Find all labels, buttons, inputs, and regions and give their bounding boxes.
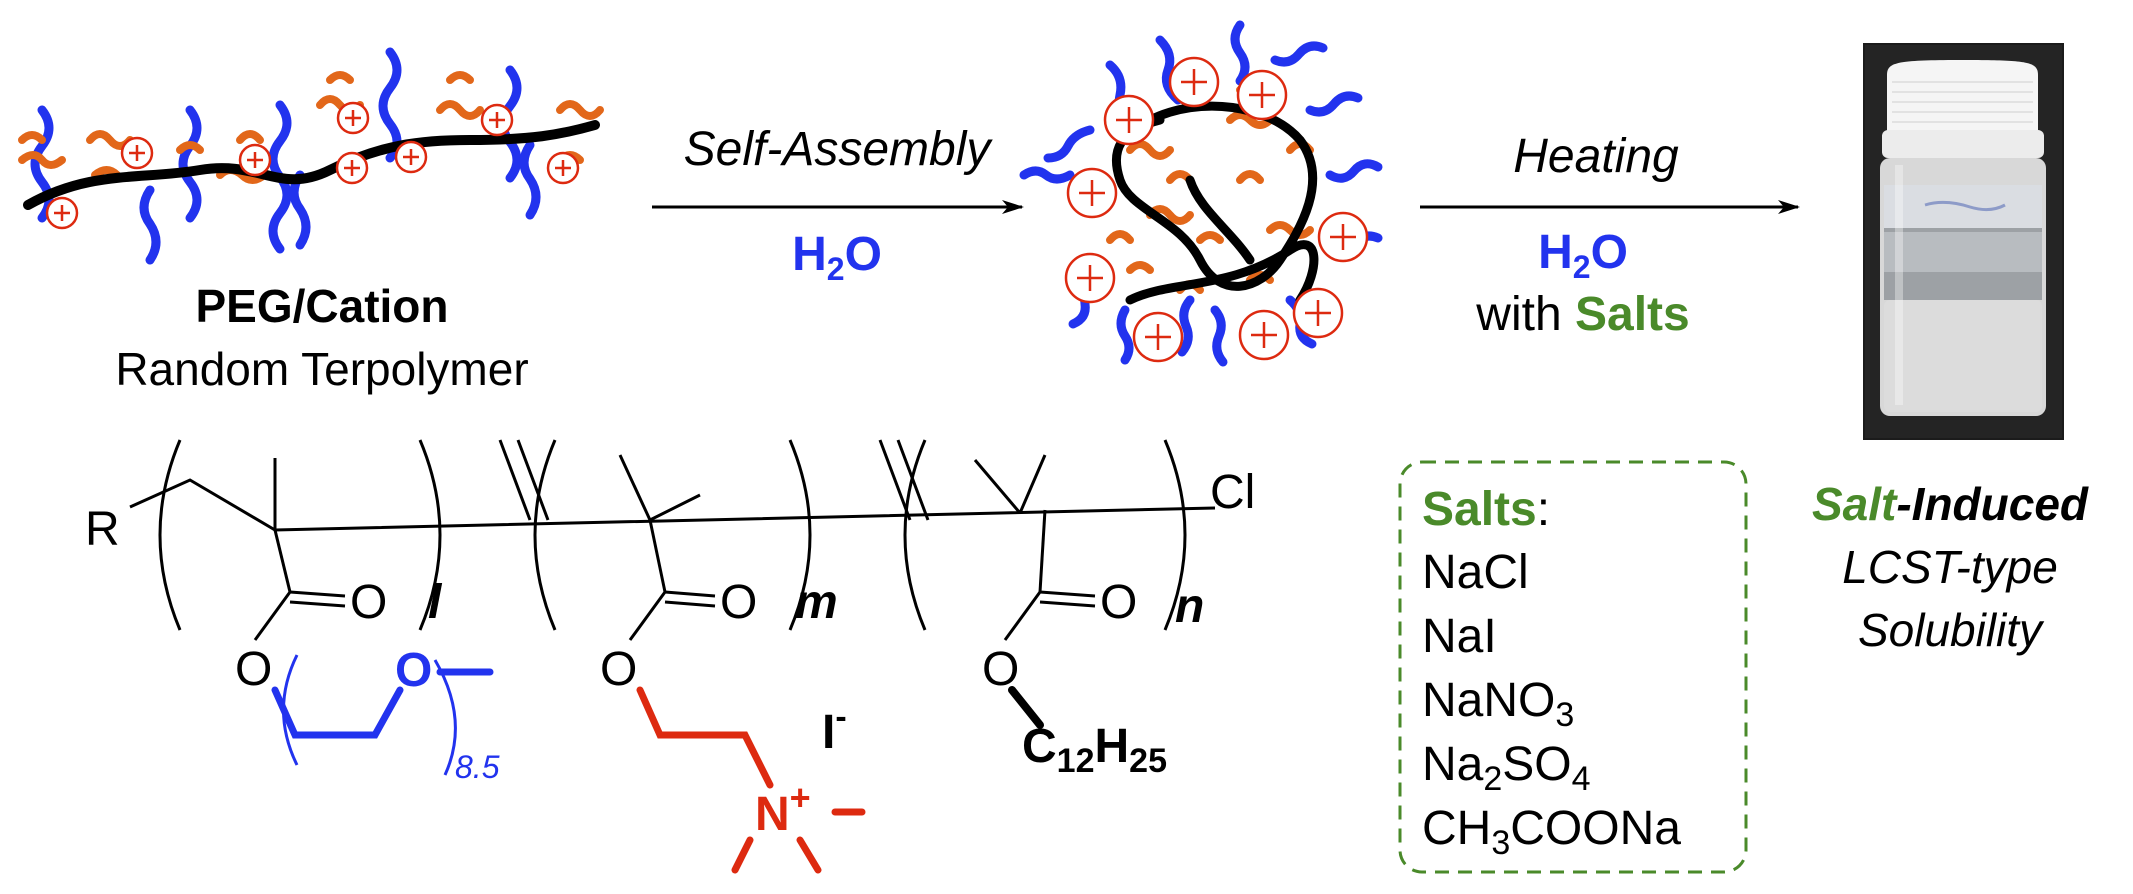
index-n: n	[1175, 580, 1204, 633]
salts-box	[1398, 460, 1748, 874]
polymer-backbone	[23, 120, 600, 210]
self-assembly-label: Self-Assembly	[684, 123, 994, 176]
result-line3: Solubility	[1858, 604, 2045, 656]
salt-item: NaCl	[1422, 546, 1529, 599]
alkyl-group: C12H25	[1022, 720, 1167, 780]
result-line2: LCST-type	[1842, 541, 2058, 593]
micelle-cartoon	[1019, 20, 1383, 367]
arrow2-solvent: H2O	[1538, 226, 1628, 285]
carbonyl-o-1: O	[350, 576, 387, 629]
carbonyl-o-2: O	[720, 576, 757, 629]
salt-item: Na2SO4	[1422, 738, 1591, 798]
ester-o-1: O	[235, 643, 272, 696]
polymer-cartoon	[18, 47, 604, 265]
salt-item: NaNO3	[1422, 674, 1574, 734]
index-m: m	[795, 576, 838, 629]
vial-photo	[1863, 43, 2064, 440]
positive-charges	[45, 101, 580, 230]
salts-title: Salts:	[1422, 483, 1550, 536]
ester-o-3: O	[982, 643, 1019, 696]
index-l: l	[428, 576, 443, 629]
salt-item: NaI	[1422, 610, 1497, 663]
arrow2-with-salts: with Salts	[1475, 288, 1689, 341]
heating-label: Heating	[1513, 130, 1679, 183]
peg-side-chains	[30, 47, 541, 265]
peg-repeat: 8.5	[455, 749, 500, 785]
peg-o: O	[395, 644, 432, 697]
r-group-label: R	[85, 503, 120, 556]
end-group-label: Cl	[1210, 466, 1255, 519]
carbonyl-o-3: O	[1100, 576, 1137, 629]
ammonium-n: N+	[755, 777, 811, 841]
counter-ion: I-	[822, 698, 847, 759]
chemical-structure	[129, 439, 1216, 874]
arrow1-solvent: H2O	[792, 228, 882, 287]
polymer-name-regular: Random Terpolymer	[115, 343, 528, 395]
salt-item: CH3COONa	[1422, 802, 1681, 862]
result-line1: Salt-Induced	[1812, 478, 2089, 530]
polymer-name-bold: PEG/Cation	[195, 280, 448, 332]
ester-o-2: O	[600, 643, 637, 696]
